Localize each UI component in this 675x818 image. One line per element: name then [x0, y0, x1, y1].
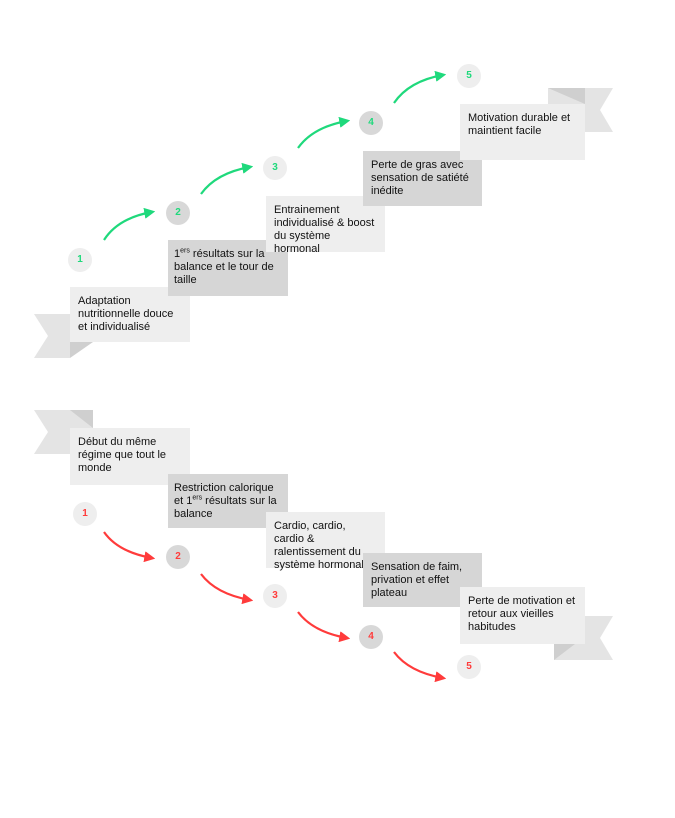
bottom-step-2-text-a: Restriction calorique et 1: [174, 482, 274, 507]
top-step-4-text: Perte de gras avec sensation de satiété …: [371, 159, 469, 197]
top-step-1-number: 1: [68, 248, 92, 272]
arrow-red-4: [393, 651, 447, 683]
bottom-step-2-sup: ers: [192, 494, 203, 502]
ribbon-fold-left-bottom: [70, 410, 93, 428]
bottom-step-4-text: Sensation de faim, privation et effet pl…: [371, 561, 463, 599]
bottom-step-2-box: Restriction calorique et 1ers résultats …: [168, 474, 288, 528]
top-step-5-number: 5: [457, 64, 481, 88]
top-step-3-text: Entrainement individualisé & boost du sy…: [274, 204, 375, 255]
bottom-step-1-number: 1: [73, 502, 97, 526]
bottom-step-3-text: Cardio, cardio, cardio & ralentissement …: [274, 520, 364, 571]
ribbon-tail-left-top: [34, 314, 70, 358]
top-step-2-text-b: résultats sur la balance et le tour de t…: [174, 248, 274, 286]
bottom-step-5-number: 5: [457, 655, 481, 679]
top-step-2-number: 2: [166, 201, 190, 225]
arrow-green-3: [297, 116, 351, 149]
bottom-step-2-text-b: résultats sur la balance: [174, 495, 277, 520]
top-step-4-box: Perte de gras avec sensation de satiété …: [363, 151, 482, 206]
ribbon-fold-right-top: [548, 88, 585, 104]
ribbon-fold-right-bottom: [554, 644, 575, 660]
top-step-2-sup: ers: [180, 247, 190, 255]
arrow-green-1: [103, 207, 156, 241]
top-step-5-text: Motivation durable et maintient facile: [468, 112, 571, 137]
arrow-green-2: [200, 162, 254, 195]
arrow-red-1: [103, 531, 156, 563]
arrow-red-3: [297, 611, 351, 643]
top-step-1-text: Adaptation nutritionnelle douce et indiv…: [78, 295, 174, 333]
bottom-step-5-text: Perte de motivation et retour aux vieill…: [468, 595, 576, 633]
bottom-step-5-box: Perte de motivation et retour aux vieill…: [460, 587, 585, 644]
bottom-step-1-box: Début du même régime que tout le monde: [70, 428, 190, 485]
arrow-red-2: [200, 573, 254, 605]
ribbon-fold-left-top: [70, 342, 93, 358]
bottom-step-2-number: 2: [166, 545, 190, 569]
top-step-5-box: Motivation durable et maintient facile: [460, 104, 585, 160]
top-step-1-box: Adaptation nutritionnelle douce et indiv…: [70, 287, 190, 342]
top-step-2-text-a: 1: [174, 248, 181, 260]
top-step-4-number: 4: [359, 111, 383, 135]
bottom-step-1-text: Début du même régime que tout le monde: [78, 436, 167, 474]
arrow-green-4: [393, 70, 447, 104]
bottom-step-3-number: 3: [263, 584, 287, 608]
bottom-step-4-number: 4: [359, 625, 383, 649]
top-step-3-number: 3: [263, 156, 287, 180]
